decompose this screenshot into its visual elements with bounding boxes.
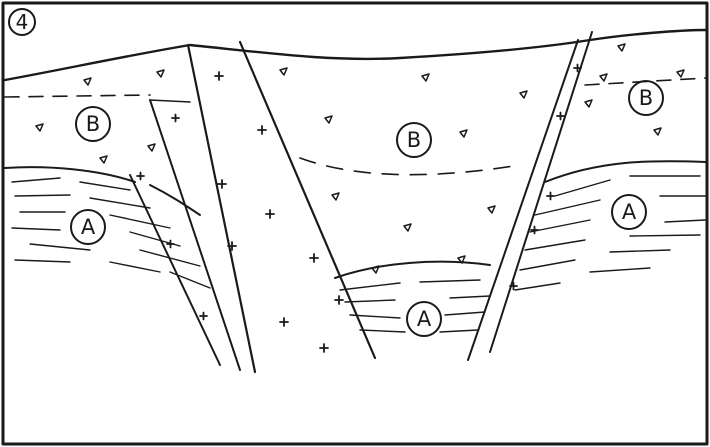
figure-number: 4 [16,10,29,34]
layer-a-top-right [544,160,707,183]
label-a-right: A [611,194,647,230]
label-b-left: B [75,106,111,142]
label-b-left-text: B [86,112,100,136]
layer-a-top-left-2 [149,184,201,216]
fault-b-cap [149,99,191,103]
label-a-right-circle [611,194,647,230]
layer-a-lamination-left [11,177,211,289]
label-a-right-text: A [622,200,637,224]
label-a-center: A [406,301,442,337]
label-b-center-circle [396,122,432,158]
label-b-right-circle [628,80,664,116]
label-a-left: A [70,209,106,245]
boundary-dashed-center [299,157,521,176]
label-b-left-circle [75,106,111,142]
fault-zone-crosses [136,63,582,353]
label-b-center-text: B [407,128,421,152]
layer-a-lamination-center [339,279,491,333]
fault-b-left-edge [129,174,221,366]
fault-b-right-edge [149,99,241,371]
ground-surface-line [3,28,708,82]
fault-a-right-edge [238,40,377,360]
layer-a-top-left [4,166,136,183]
label-b-center: B [396,122,432,158]
layer-a-lamination-right [514,175,706,291]
dike-right-edge [489,31,593,353]
layer-b-triangles [35,43,685,274]
label-a-center-circle [406,301,442,337]
label-a-center-text: A [417,307,432,331]
figure-number-badge: 4 [8,8,36,36]
fault-a-left-edge [186,43,257,374]
boundary-dashed-left [4,94,151,98]
figure-number-circle [8,8,36,36]
label-a-left-circle [70,209,106,245]
layer-a-top-center [334,260,491,279]
label-b-right-text: B [639,86,653,110]
label-b-right: B [628,80,664,116]
dike-left-edge [467,39,579,361]
label-a-left-text: A [81,215,96,239]
